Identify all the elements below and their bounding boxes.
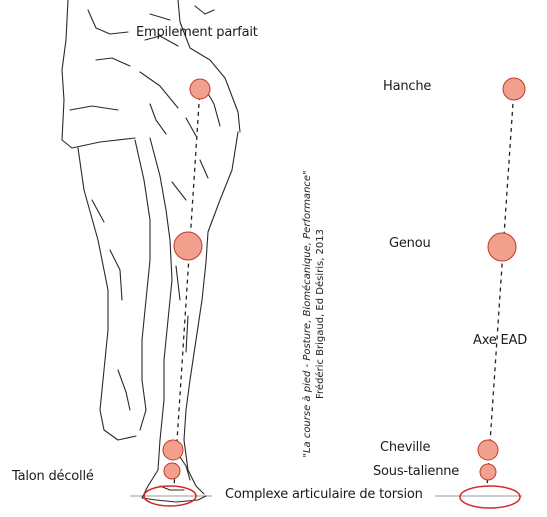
right-subtalar-joint bbox=[480, 464, 496, 480]
left-axis-line bbox=[174, 88, 200, 487]
ead-axis-line bbox=[487, 88, 514, 487]
left-subtalar-joint bbox=[164, 463, 180, 479]
citation-author: Frédéric Brigaud, Ed Désiris, 2013 bbox=[314, 164, 327, 464]
left-ankle-joint bbox=[163, 440, 183, 460]
label-talon-decolle: Talon décollé bbox=[12, 469, 94, 484]
citation-block: "La course à pied - Posture, Biomécaniqu… bbox=[301, 237, 327, 392]
left-knee-joint bbox=[174, 232, 202, 260]
label-cheville: Cheville bbox=[380, 440, 430, 455]
label-genou: Genou bbox=[389, 236, 431, 251]
citation-title: "La course à pied - Posture, Biomécaniqu… bbox=[301, 164, 314, 464]
right-torsion-ellipse bbox=[460, 486, 520, 508]
right-ankle-joint bbox=[478, 440, 498, 460]
label-complexe-torsion: Complexe articulaire de torsion bbox=[225, 487, 423, 502]
right-hip-joint bbox=[503, 78, 525, 100]
label-sous-talienne: Sous-talienne bbox=[373, 464, 459, 479]
right-knee-joint bbox=[488, 233, 516, 261]
label-hanche: Hanche bbox=[383, 79, 431, 94]
diagram-title: Empilement parfait bbox=[136, 25, 258, 40]
leg-sketch bbox=[62, 0, 240, 502]
label-axe-ead: Axe EAD bbox=[473, 333, 527, 348]
left-hip-joint bbox=[190, 79, 210, 99]
